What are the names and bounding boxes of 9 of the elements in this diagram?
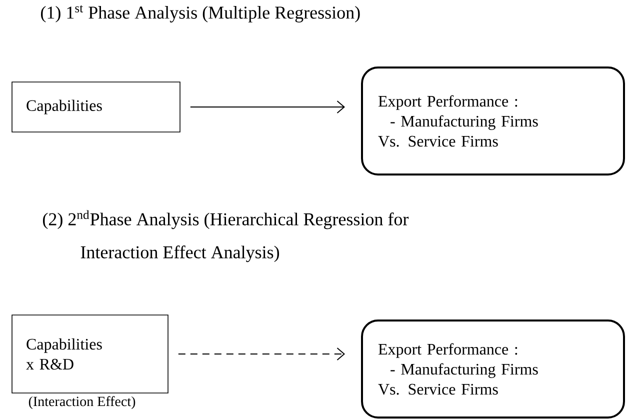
rounded-box: Export Performance : - Manufacturing Firms Vs. Service Firms [361,319,625,418]
heading: (2) 2$^{nd}$Phase Analysis (Hierarchical Regression for Interaction Effect Analysis) [43,210,409,262]
text-box: Capabilities x R&D [12,314,168,394]
arrow [190,100,345,114]
heading: (1) 1$^{st}$ Phase Analysis (Multiple Regression) [41,5,360,22]
rounded-box: Export Performance : - Manufacturing Firms Vs. Service Firms [361,66,625,176]
text-box: Capabilities [12,82,180,132]
node-label: (Interaction Effect) [28,396,136,410]
arrow [178,347,345,360]
